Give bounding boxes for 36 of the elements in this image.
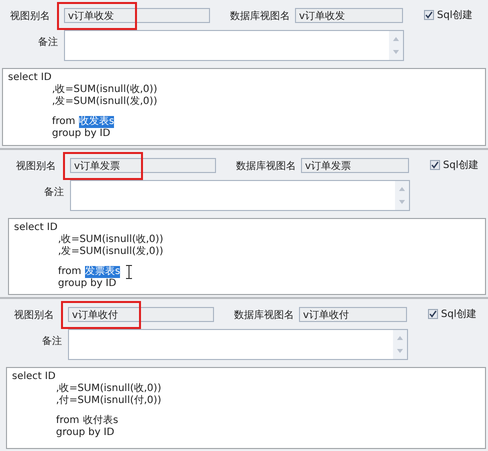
field-label: 数据库视图名 [234,310,294,322]
field-label: 视图别名 [14,310,54,322]
code-text: from [58,266,82,278]
code-text: ,发=SUM(isnull(发,0)) [52,96,158,108]
code-text: from [52,116,76,128]
text-field: v订单收发 [295,8,403,23]
code-text: select ID [14,222,58,234]
code-text: ,付=SUM(isnull(付,0)) [56,395,162,407]
code-text: select ID [8,72,52,84]
code-text: ,发=SUM(isnull(发,0)) [58,246,164,258]
code-text: ,收=SUM(isnull(收,0)) [56,383,162,395]
field-label: 视图别名 [10,11,50,23]
code-text: group by ID [58,278,116,290]
text-field: v订单发票 [301,158,409,173]
selected-text: 发票表s [85,266,120,278]
code-text: group by ID [52,128,110,140]
selected-text: 收发表s [79,116,114,128]
field-label: 备注 [44,187,64,199]
code-text: 收付表s [83,415,118,427]
code-text: group by ID [56,427,114,439]
code-text: from [56,415,80,427]
checkbox-label: Sql创建 [443,160,478,172]
checkbox-label: Sql创建 [437,10,472,22]
code-text: ,收=SUM(isnull(收,0)) [58,234,164,246]
code-text: select ID [12,371,56,383]
code-text: ,收=SUM(isnull(收,0)) [52,84,158,96]
text-field: v订单发票 [70,158,216,173]
text-field: v订单收发 [64,8,210,23]
field-label: 数据库视图名 [230,11,290,23]
field-label: 数据库视图名 [236,161,296,173]
checkbox-label: Sql创建 [441,309,476,321]
field-label: 备注 [38,37,58,49]
field-label: 备注 [42,336,62,348]
text-field: v订单收付 [68,307,214,322]
field-label: 视图别名 [16,161,56,173]
text-field: v订单收付 [299,307,407,322]
